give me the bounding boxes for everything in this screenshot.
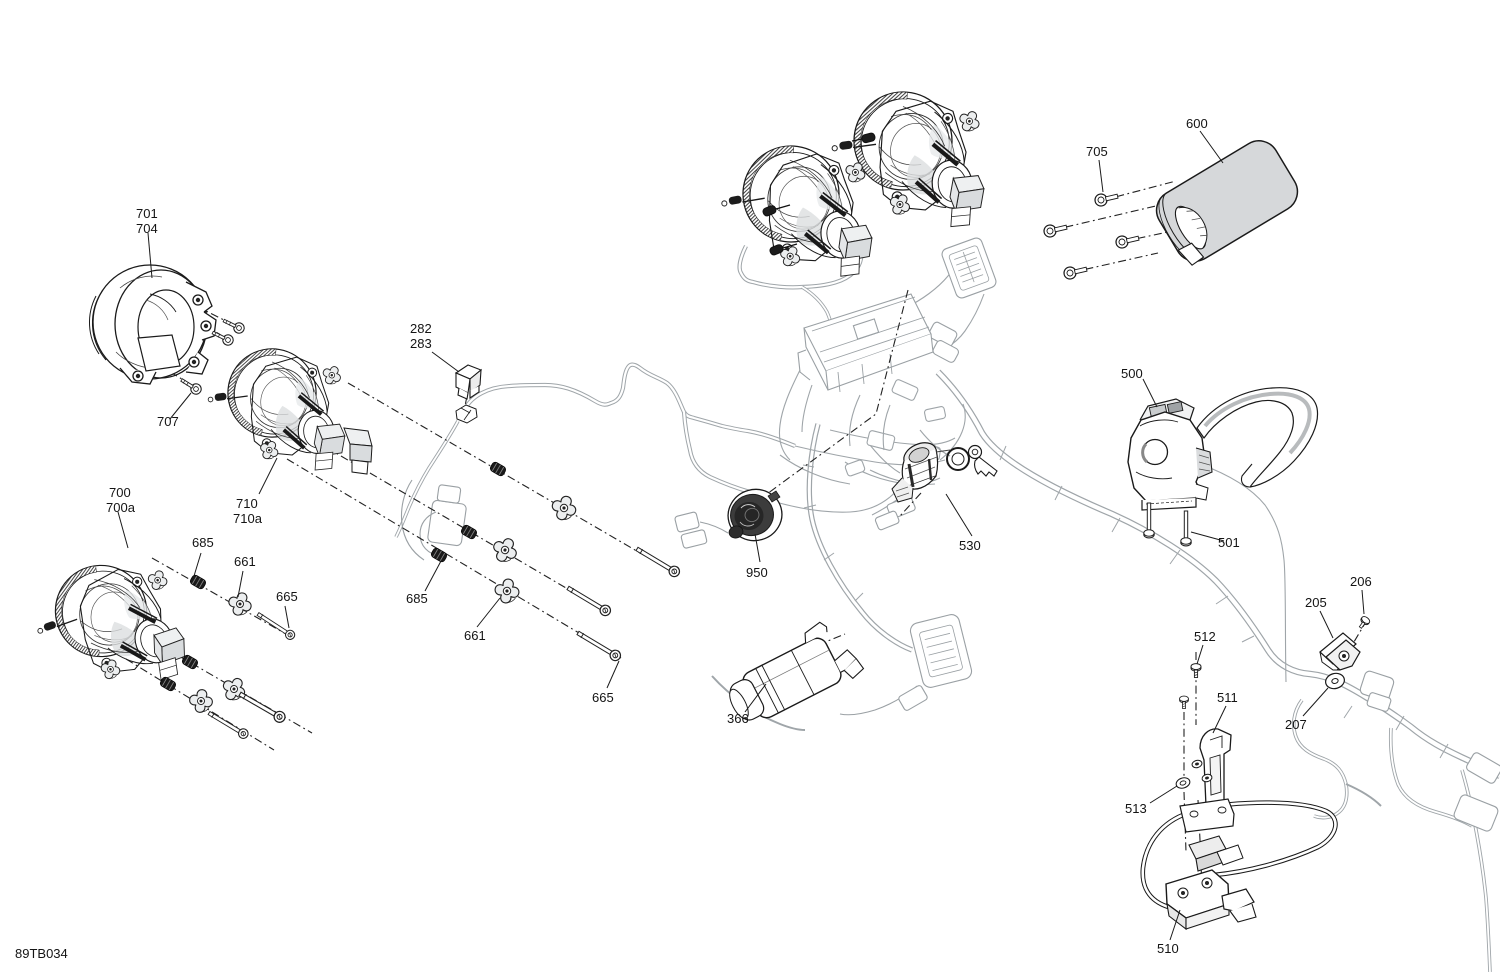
svg-text:685: 685 <box>192 535 214 550</box>
svg-text:205: 205 <box>1305 595 1327 610</box>
svg-text:510: 510 <box>1157 941 1179 956</box>
svg-text:501: 501 <box>1218 535 1240 550</box>
svg-text:665: 665 <box>276 589 298 604</box>
svg-text:366: 366 <box>727 711 749 726</box>
svg-text:661: 661 <box>464 628 486 643</box>
svg-text:707: 707 <box>157 414 179 429</box>
svg-text:710a: 710a <box>233 511 263 526</box>
svg-text:500: 500 <box>1121 366 1143 381</box>
svg-text:206: 206 <box>1350 574 1372 589</box>
svg-text:282: 282 <box>410 321 432 336</box>
svg-text:700a: 700a <box>106 500 136 515</box>
svg-text:511: 511 <box>1217 690 1238 705</box>
svg-text:207: 207 <box>1285 717 1307 732</box>
svg-text:700: 700 <box>109 485 131 500</box>
svg-text:661: 661 <box>234 554 256 569</box>
svg-text:513: 513 <box>1125 801 1147 816</box>
svg-text:665: 665 <box>592 690 614 705</box>
svg-text:950: 950 <box>746 565 768 580</box>
svg-text:685: 685 <box>406 591 428 606</box>
svg-text:512: 512 <box>1194 629 1216 644</box>
svg-text:701: 701 <box>136 206 158 221</box>
svg-text:283: 283 <box>410 336 432 351</box>
svg-text:530: 530 <box>959 538 981 553</box>
svg-text:705: 705 <box>1086 144 1108 159</box>
svg-text:600: 600 <box>1186 116 1208 131</box>
svg-text:704: 704 <box>136 221 158 236</box>
svg-text:710: 710 <box>236 496 258 511</box>
svg-text:89TB034: 89TB034 <box>15 946 68 961</box>
